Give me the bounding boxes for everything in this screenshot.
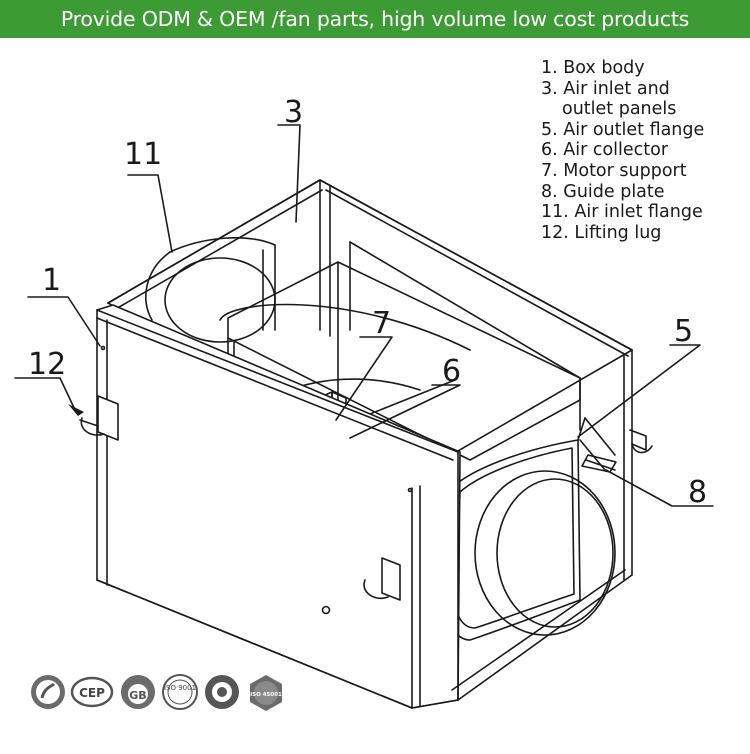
lifting-lug-right	[629, 429, 653, 454]
legend-item-motor-support: 7. Motor support	[541, 160, 687, 181]
callout-leaders	[14, 124, 714, 507]
header-banner: Provide ODM & OEM /fan parts, high volum…	[0, 0, 750, 38]
legend-item-inlet-flange: 11. Air inlet flange	[541, 202, 703, 223]
cep-badge: CEP	[70, 676, 114, 708]
iso9001-badge-label: ISO 9001	[164, 684, 196, 692]
gb-badge-label: GB	[129, 689, 146, 702]
parts-legend: 1. Box body 3. Air inlet and outlet pane…	[541, 58, 704, 243]
inlet-flange	[145, 237, 276, 343]
iso45001-badge: ISO 45001	[250, 675, 282, 711]
legend-item-outlet-flange: 5. Air outlet flange	[541, 119, 705, 140]
legend-item-lifting-lug: 12. Lifting lug	[541, 222, 662, 243]
legend-item-panels-cont: outlet panels	[562, 99, 677, 120]
legend-item-box-body: 1. Box body	[541, 58, 645, 78]
iso9001-badge: ISO 9001	[162, 674, 198, 710]
cep-badge-label: CEP	[79, 686, 105, 700]
callout-6: 6	[442, 354, 461, 389]
legend-item-air-collector: 6. Air collector	[541, 140, 669, 161]
callout-1: 1	[42, 263, 61, 298]
callout-7: 7	[372, 306, 391, 341]
lifting-lug-left	[79, 395, 119, 441]
outlet-flange	[446, 417, 617, 641]
cert-badge-5-icon	[205, 675, 239, 709]
callout-12: 12	[28, 347, 66, 382]
box-body	[96, 304, 633, 709]
fan-box-drawing: 11 3 1 12 7 6 5 8	[14, 95, 714, 709]
back-frame	[107, 179, 633, 581]
gb-badge: GB	[121, 675, 155, 709]
iso45001-badge-label: ISO 45001	[250, 692, 282, 698]
callout-11: 11	[124, 137, 162, 172]
certification-badges: CEP GB ISO 9001 ISO 45001	[31, 674, 282, 711]
motor-section	[219, 241, 581, 471]
arrow-icon	[68, 404, 84, 416]
callout-3: 3	[284, 95, 303, 130]
callout-8: 8	[688, 475, 707, 510]
legend-item-panels: 3. Air inlet and	[541, 78, 670, 99]
legend-item-guide-plate: 8. Guide plate	[541, 181, 665, 202]
cert-badge-1-icon	[31, 675, 65, 709]
callout-5: 5	[674, 314, 693, 349]
lifting-lug-front	[363, 557, 401, 601]
